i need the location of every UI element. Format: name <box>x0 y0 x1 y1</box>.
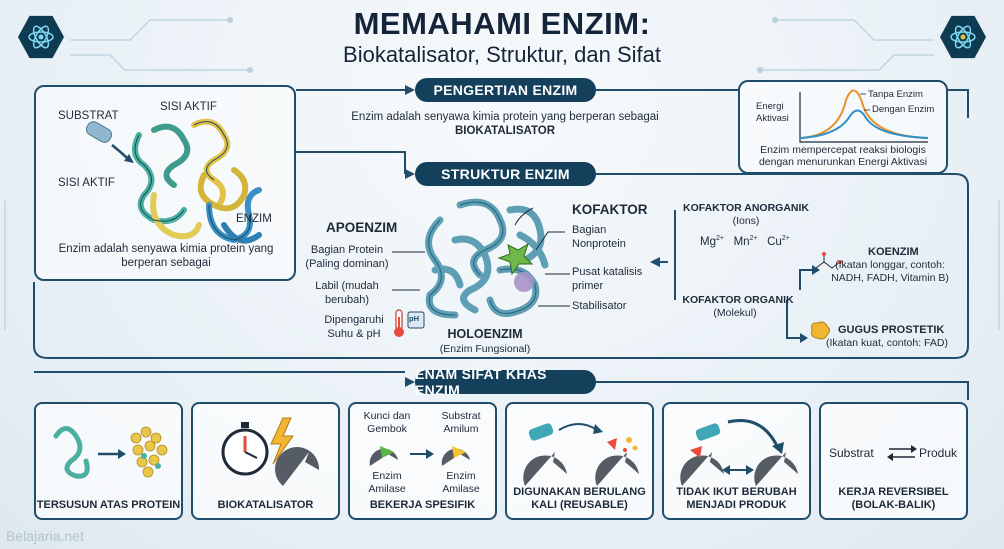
label-bagian-protein: Bagian Protein (Paling dominan) <box>305 244 389 270</box>
card-label: KERJA REVERSIBEL (BOLAK-BALIK) <box>838 485 949 511</box>
atom-icon <box>950 25 976 49</box>
unchanged-enzyme-icon <box>680 419 798 486</box>
intro-panel <box>34 85 296 281</box>
card-bekerja-spesifik: Kunci dan Gembok Substrat Amilum Enzim A… <box>348 402 497 520</box>
card-tidak-berubah: TIDAK IKUT BERUBAH MENJADI PRODUK <box>662 402 811 520</box>
label-enzim: ENZIM <box>236 213 272 225</box>
reusable-enzyme-icon <box>523 423 639 486</box>
ion-charge: 2+ <box>715 235 724 243</box>
page-subtitle: Biokatalisator, Struktur, dan Sifat <box>343 42 661 67</box>
curve-tanpa-enzim <box>799 89 929 139</box>
ion-mg: Mg <box>700 236 716 248</box>
banner-struktur: STRUKTUR ENZIM <box>415 162 596 186</box>
thermometer-ph-icon <box>394 309 425 337</box>
card-label: TERSUSUN ATAS PROTEIN <box>36 498 181 511</box>
label-anorganik-sub: (Ions) <box>732 215 760 227</box>
watermark: Belajaria.net <box>6 528 84 544</box>
label-bagian-nonprotein: Bagian Nonprotein <box>572 224 626 250</box>
label-koenzim-sub: (Ikatan longgar, contoh: NADH, FADH, Vit… <box>831 259 949 285</box>
card-reversibel: Substrat Produk KERJA REVERSIBEL (BOLAK-… <box>819 402 968 520</box>
banner-pengertian: PENGERTIAN ENZIM <box>415 78 596 102</box>
label-produk: Produk <box>919 446 958 460</box>
holoenzyme-illustration <box>425 198 549 319</box>
ion-charge: 2+ <box>749 235 758 243</box>
label-kunci-gembok: Kunci dan Gembok <box>363 410 411 436</box>
energy-chart <box>799 89 929 143</box>
label-koenzim: KOENZIM <box>868 246 919 258</box>
label-stabilisator: Stabilisator <box>572 300 627 312</box>
protein-folding-icon <box>53 426 168 479</box>
ion-cu: Cu <box>767 236 782 248</box>
label-pusat-katalisis: Pusat katalisis primer <box>572 266 643 292</box>
kofaktor-shape <box>497 242 534 276</box>
pengertian-body: Enzim adalah senyawa kimia protein yang … <box>351 111 659 123</box>
gugus-prostetik-icon <box>811 321 830 340</box>
page-title: MEMAHAMI ENZIM: <box>353 6 651 41</box>
label-enzim-amilase-2: Enzim Amilase <box>442 470 480 496</box>
card-biokatalisator: BIOKATALISATOR <box>191 402 340 520</box>
label-tanpa-enzim: Tanpa Enzim <box>868 89 923 100</box>
ph-label: pH <box>409 314 419 323</box>
label-labil: Labil (mudah berubah) <box>315 280 379 306</box>
label-dengan-enzim: Dengan Enzim <box>872 104 935 115</box>
label-sisi-aktif-left: SISI AKTIF <box>58 177 115 189</box>
pengertian-bold: BIOKATALISATOR <box>454 125 556 138</box>
ion-charge: 2+ <box>781 235 790 243</box>
card-label: BEKERJA SPESIFIK <box>369 498 476 511</box>
label-holoenzim: HOLOENZIM <box>447 327 523 341</box>
enzyme-substrate-illustration <box>85 118 262 244</box>
banner-sifat: ENAM SIFAT KHAS ENZIM <box>415 366 596 398</box>
pengertian-text: Enzim adalah senyawa kimia protein yang … <box>340 110 670 139</box>
card-label: TIDAK IKUT BERUBAH MENJADI PRODUK <box>676 485 797 511</box>
lock-key-icon <box>369 446 470 466</box>
label-sisi-aktif-top: SISI AKTIF <box>160 101 217 113</box>
atom-icon <box>28 25 54 49</box>
label-kofaktor-anorganik: KOFAKTOR ANORGANIK <box>683 202 809 214</box>
intro-caption: Enzim adalah senyawa kimia protein yang … <box>58 243 274 270</box>
label-gugus-prostetik: GUGUS PROSTETIK <box>838 324 945 336</box>
label-substrat: Substrat <box>829 446 874 460</box>
label-substrat-amilum: Substrat Amilum <box>441 410 481 436</box>
energy-caption: Enzim mempercepat reaksi biologis dengan… <box>758 144 928 169</box>
label-dipengaruhi: Dipengaruhi Suhu & pH <box>324 314 384 340</box>
stabilisator-shape <box>514 272 534 292</box>
label-holoenzim-sub: (Enzim Fungsional) <box>439 343 531 355</box>
label-substrat: SUBSTRAT <box>58 110 119 122</box>
label-enzim-amilase-1: Enzim Amilase <box>368 470 406 496</box>
label-apoenzim: APOENZIM <box>326 220 398 235</box>
label-organik-sub: (Molekul) <box>713 307 757 319</box>
stopwatch-lightning-icon <box>221 417 320 486</box>
reversible-arrows-icon <box>887 445 917 461</box>
label-gugus-sub: (Ikatan kuat, contoh: FAD) <box>826 337 948 349</box>
card-reusable: DIGUNAKAN BERULANG KALI (REUSABLE) <box>505 402 654 520</box>
atom-logo-right <box>940 15 986 59</box>
label-kofaktor: KOFAKTOR <box>572 202 648 217</box>
card-label: DIGUNAKAN BERULANG KALI (REUSABLE) <box>513 485 646 511</box>
curve-dengan-enzim <box>799 109 929 139</box>
ion-mn: Mn <box>733 236 750 248</box>
card-tersusun-protein: TERSUSUN ATAS PROTEIN <box>34 402 183 520</box>
molecule-icon <box>815 252 842 269</box>
energy-ylabel: Energi Aktivasi <box>756 101 789 124</box>
card-label: BIOKATALISATOR <box>217 498 314 511</box>
energy-box <box>738 80 948 174</box>
ion-list: Mg2+ Mn2+ Cu2+ <box>700 235 790 249</box>
label-kofaktor-organik: KOFAKTOR ORGANIK <box>682 294 794 306</box>
